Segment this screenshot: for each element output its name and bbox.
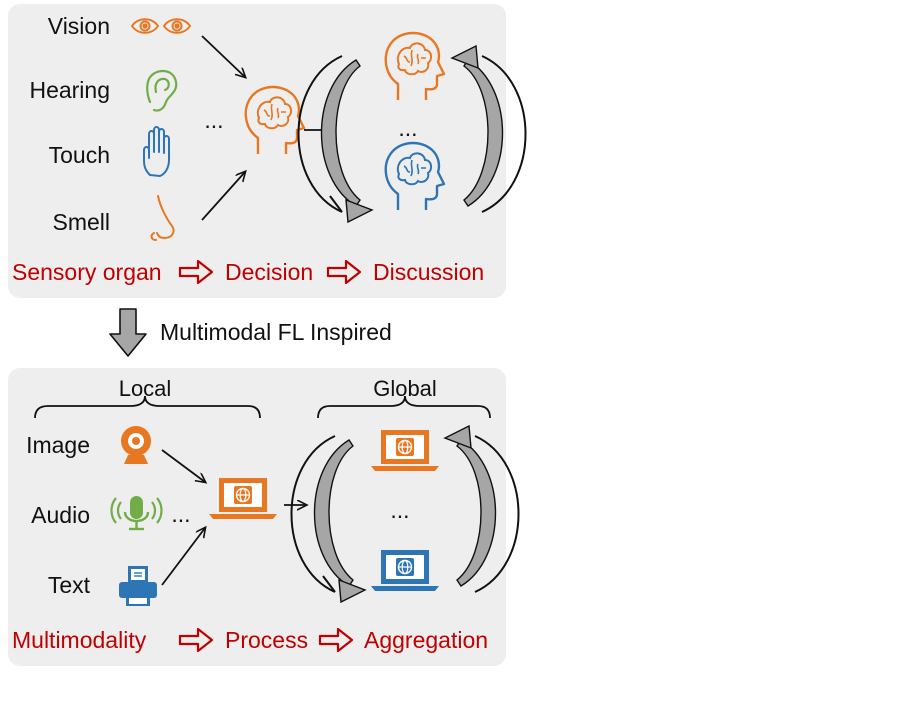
sense-label-smell: Smell xyxy=(52,209,110,235)
arrow-vision-to-brain xyxy=(201,35,245,77)
hand-icon xyxy=(143,126,170,177)
flow-multimodality: Multimodality xyxy=(12,627,147,653)
arrow-image-to-laptop xyxy=(161,449,205,482)
sense-label-touch: Touch xyxy=(49,142,110,168)
arrow-smell-to-brain xyxy=(201,172,245,221)
arrow-text-to-laptop xyxy=(161,528,205,586)
ellipsis-bottom-left: ... xyxy=(171,501,190,527)
transition-label: Multimodal FL Inspired xyxy=(160,319,392,345)
eyes-icon xyxy=(130,18,192,34)
flow-aggregation: Aggregation xyxy=(364,627,488,653)
flow-discussion: Discussion xyxy=(373,259,484,285)
sense-label-vision: Vision xyxy=(48,13,110,39)
modality-label-text: Text xyxy=(48,572,91,598)
flow-sensory-organ: Sensory organ xyxy=(12,259,162,285)
ellipsis-top-left: ... xyxy=(204,107,223,133)
sense-label-hearing: Hearing xyxy=(29,77,110,103)
nose-icon xyxy=(150,195,175,241)
flow-decision: Decision xyxy=(225,259,313,285)
webcam-icon xyxy=(121,426,151,464)
down-arrow-icon xyxy=(109,308,147,357)
modality-label-audio: Audio xyxy=(31,502,90,528)
ellipsis-bottom-right: ... xyxy=(390,497,409,523)
modality-label-image: Image xyxy=(26,432,90,458)
printer-icon xyxy=(119,566,157,606)
flow-process: Process xyxy=(225,627,308,653)
local-brace xyxy=(34,395,261,419)
global-brace xyxy=(317,395,491,419)
microphone-icon xyxy=(110,496,163,531)
ear-icon xyxy=(146,69,178,112)
ellipsis-top-right: ... xyxy=(398,115,417,141)
